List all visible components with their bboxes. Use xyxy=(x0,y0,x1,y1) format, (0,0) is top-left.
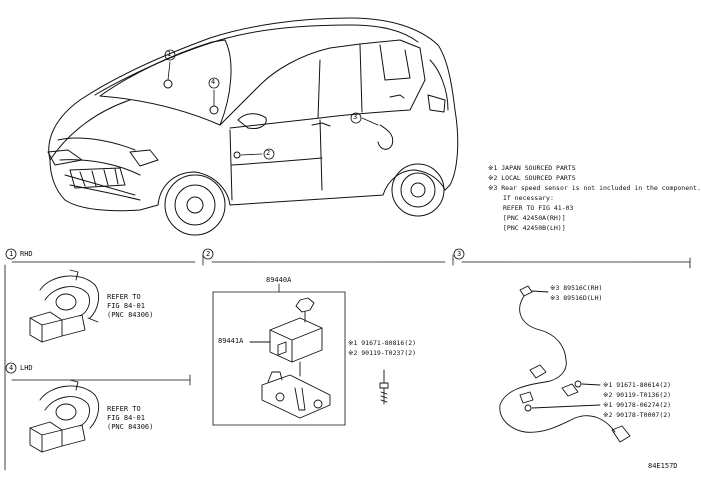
section3-number: 3 xyxy=(457,250,462,258)
section3-bolt2: ※2 90119-T0136(2) xyxy=(603,391,672,399)
section3-clip1: ※1 90178-06274(2) xyxy=(603,401,672,409)
section4-number: 4 xyxy=(9,364,14,372)
section1-part-drawing xyxy=(29,269,100,343)
section4-ref-line1: REFER TO xyxy=(107,405,141,413)
section1-ref-line3: (PNC 84306) xyxy=(107,311,154,319)
section1-side: RHD xyxy=(20,250,33,258)
callout-leaders xyxy=(167,61,379,156)
section3-sensor-lh: ※3 89516D(LH) xyxy=(550,294,603,302)
section-circles xyxy=(5,248,465,374)
section3-part-drawing xyxy=(499,285,631,443)
section2-number: 2 xyxy=(206,250,211,258)
section4-ref-line2: FIG 84-01 xyxy=(107,414,145,422)
section2-assembly-part: 89440A xyxy=(266,276,292,284)
callout-1: 1 xyxy=(167,50,172,58)
section1-ref-line2: FIG 84-01 xyxy=(107,302,145,310)
section3-clip2: ※2 90178-T0007(2) xyxy=(603,411,672,419)
section3-bolt1: ※1 91671-80614(2) xyxy=(603,381,672,389)
note-local-sourced: ※2 LOCAL SOURCED PARTS xyxy=(488,174,576,182)
note-pnc-rh: [PNC 42450A(RH)] xyxy=(503,214,566,222)
note-pnc-lh: [PNC 42450B(LH)] xyxy=(503,224,566,232)
note-japan-sourced: ※1 JAPAN SOURCED PARTS xyxy=(488,164,576,172)
section1-ref-line1: REFER TO xyxy=(107,293,141,301)
section2-bolt1: ※1 91671-80816(2) xyxy=(348,339,417,347)
section-dividers xyxy=(4,254,691,471)
callout-4: 4 xyxy=(211,78,216,86)
note-rear-sensor: ※3 Rear speed sensor is not included in … xyxy=(488,184,701,192)
section3-sensor-rh: ※3 89516C(RH) xyxy=(550,284,603,292)
section2-sensor-part: 89441A xyxy=(218,337,244,345)
callout-circles xyxy=(164,49,362,160)
callout-3: 3 xyxy=(353,113,358,121)
note-if-necessary: If necessary: xyxy=(503,194,554,202)
vehicle-illustration xyxy=(47,17,459,236)
section2-part-drawing xyxy=(249,297,389,419)
section4-side: LHD xyxy=(20,364,33,372)
section2-bolt2: ※2 90119-T0237(2) xyxy=(348,349,417,357)
callout-2: 2 xyxy=(266,149,271,157)
section2-assembly-frame xyxy=(212,283,346,426)
section4-ref-line3: (PNC 84306) xyxy=(107,423,154,431)
section4-part-drawing xyxy=(29,379,100,453)
figure-id: 84E157D xyxy=(648,462,678,470)
note-refer-fig: REFER TO FIG 41-03 xyxy=(503,204,574,212)
section1-number: 1 xyxy=(9,250,14,258)
